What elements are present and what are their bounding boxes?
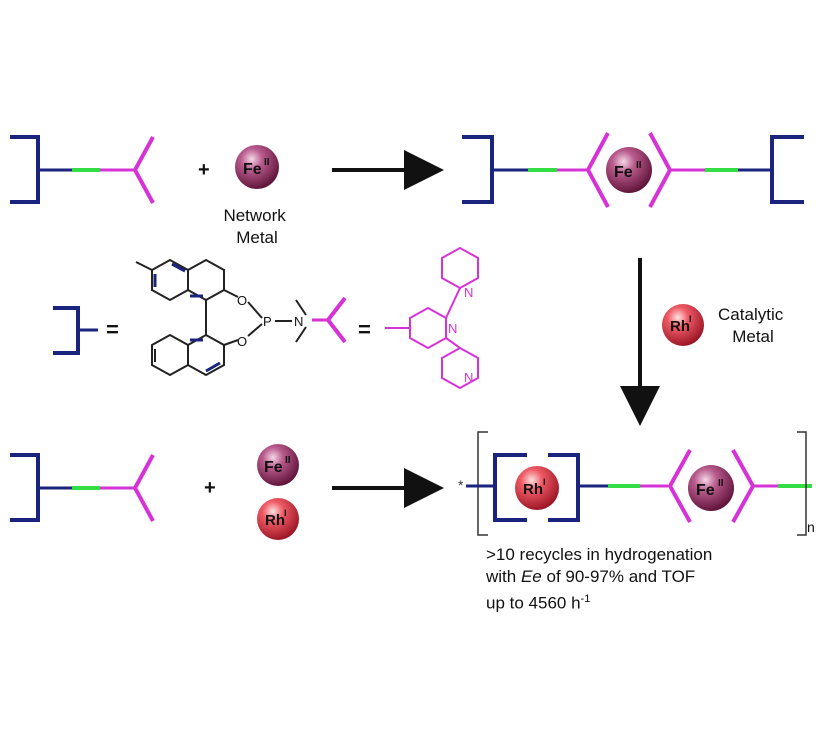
plus-sign-top: +	[198, 159, 210, 181]
fe-sphere-icon: Fe II	[257, 444, 299, 486]
svg-text:I: I	[284, 508, 287, 518]
atom-p: P	[263, 314, 272, 329]
svg-text:II: II	[264, 157, 270, 168]
rh-sphere-icon	[515, 466, 559, 510]
atom-n: N	[294, 314, 303, 329]
terpyridine-clamp-icon	[312, 296, 347, 344]
catalytic-metal-label: Catalytic Metal	[718, 305, 788, 346]
plus-sign-bottom: +	[204, 477, 216, 499]
note-line-1: >10 recycles in hydrogenation	[486, 545, 713, 564]
svg-text:Fe: Fe	[614, 164, 633, 181]
rh-sphere-icon: Rh I	[257, 498, 299, 540]
polymer-repeat-unit: * Rh I Fe II n	[458, 431, 815, 536]
bracket-linker-icon	[462, 135, 494, 204]
monomer-top	[10, 135, 155, 204]
svg-text:*: *	[458, 477, 464, 493]
svg-text:Fe: Fe	[243, 161, 262, 178]
svg-text:Fe: Fe	[696, 482, 715, 499]
equals-sign-1: =	[106, 317, 119, 342]
terpyridine-clamp-icon	[132, 454, 155, 522]
atom-py-n3: N	[464, 370, 473, 385]
terpyridine-clamp-icon	[132, 136, 155, 204]
svg-text:Rh: Rh	[523, 481, 543, 498]
terpyridine-structure	[385, 246, 479, 390]
atom-py-n2: N	[448, 321, 457, 336]
svg-text:I: I	[543, 477, 546, 487]
svg-text:I: I	[689, 314, 692, 324]
svg-text:Fe: Fe	[264, 459, 283, 476]
rh-sphere-icon: Rh I	[662, 304, 704, 346]
svg-text:II: II	[636, 160, 642, 171]
network-metal-label: Network Metal	[223, 206, 290, 247]
atom-py-n1: N	[464, 285, 473, 300]
note-line-3: up to 4560 h-1	[486, 593, 591, 613]
bracket-linker-icon	[10, 135, 40, 204]
svg-text:Rh: Rh	[265, 512, 285, 529]
bracket-linker-icon	[10, 453, 40, 522]
performance-note: >10 recycles in hydrogenation with Ee of…	[486, 544, 712, 615]
fe-sphere-icon	[606, 147, 652, 193]
atom-o2: O	[237, 334, 247, 349]
note-line-2: with Ee of 90-97% and TOF	[486, 567, 696, 586]
monomer-bottom	[10, 453, 155, 522]
equals-sign-2: =	[358, 317, 371, 342]
fe-sphere-icon	[688, 465, 734, 511]
svg-text:n: n	[807, 519, 815, 535]
atom-o1: O	[237, 293, 247, 308]
linker-legend-bracket	[53, 306, 98, 355]
fe-sphere-icon: Fe II	[235, 145, 279, 189]
binol-phosphoramidite-structure	[135, 258, 307, 377]
svg-text:II: II	[718, 478, 724, 489]
svg-text:Rh: Rh	[670, 318, 690, 335]
bracket-linker-icon	[770, 135, 804, 204]
dimer-product: Fe II	[462, 132, 804, 208]
svg-text:II: II	[285, 455, 291, 466]
